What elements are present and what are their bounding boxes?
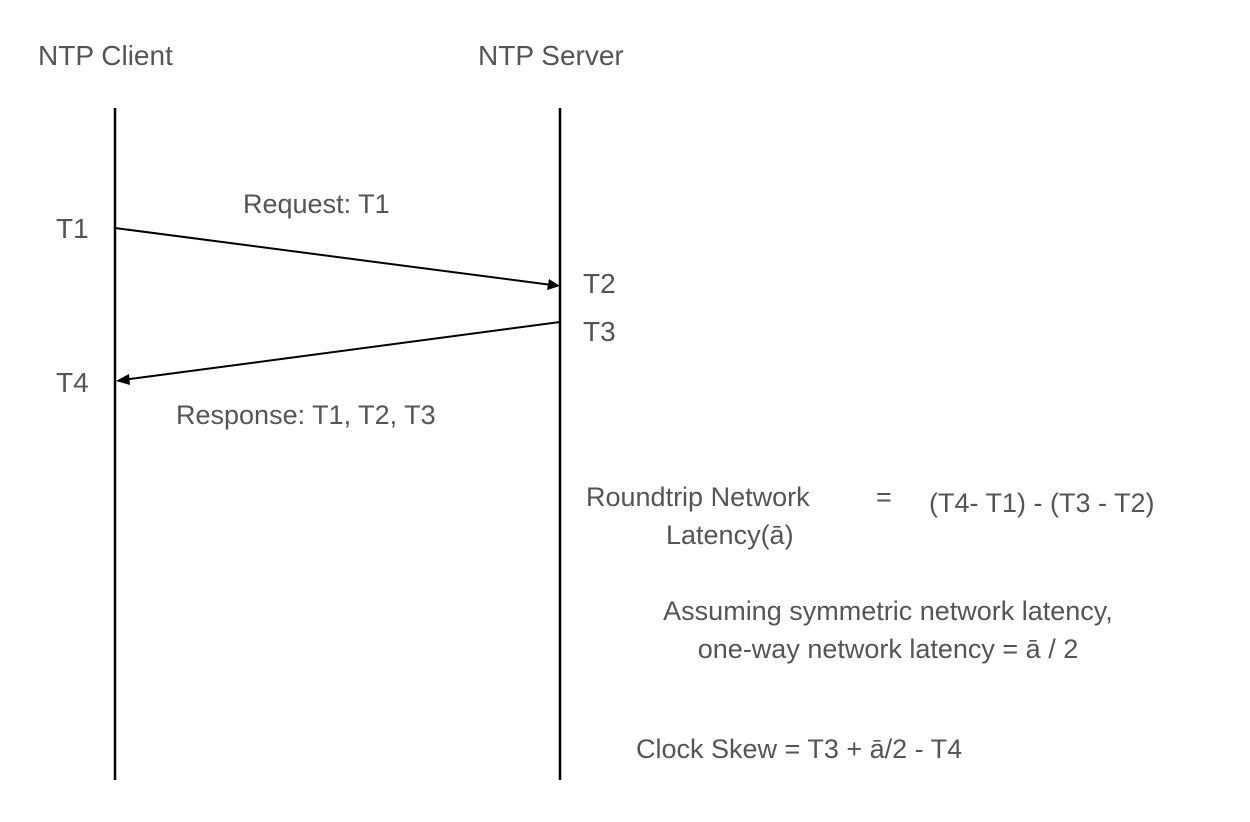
symmetric-note-line1: Assuming symmetric network latency, — [663, 596, 1113, 626]
roundtrip-equals-sign: = — [876, 482, 892, 512]
server-title: NTP Server — [478, 40, 624, 71]
timestamp-t3-label: T3 — [583, 316, 616, 347]
request-message-label: Request: T1 — [243, 189, 390, 219]
roundtrip-expression: (T4- T1) - (T3 - T2) — [929, 488, 1155, 518]
timestamp-t1-label: T1 — [56, 213, 89, 244]
request-arrowhead-icon — [547, 279, 560, 290]
client-title: NTP Client — [38, 40, 173, 71]
timestamp-t2-label: T2 — [583, 268, 616, 299]
response-arrow-line — [127, 321, 561, 381]
response-arrowhead-icon — [116, 374, 130, 385]
roundtrip-label-line1: Roundtrip Network — [586, 482, 810, 512]
roundtrip-label-line2: Latency(ā) — [666, 520, 794, 550]
request-arrow-line — [114, 227, 549, 286]
response-message-label: Response: T1, T2, T3 — [176, 400, 436, 430]
clock-skew-formula: Clock Skew = T3 + ā/2 - T4 — [636, 734, 962, 764]
timestamp-t4-label: T4 — [56, 367, 89, 398]
symmetric-note-line2: one-way network latency = ā / 2 — [698, 634, 1078, 664]
